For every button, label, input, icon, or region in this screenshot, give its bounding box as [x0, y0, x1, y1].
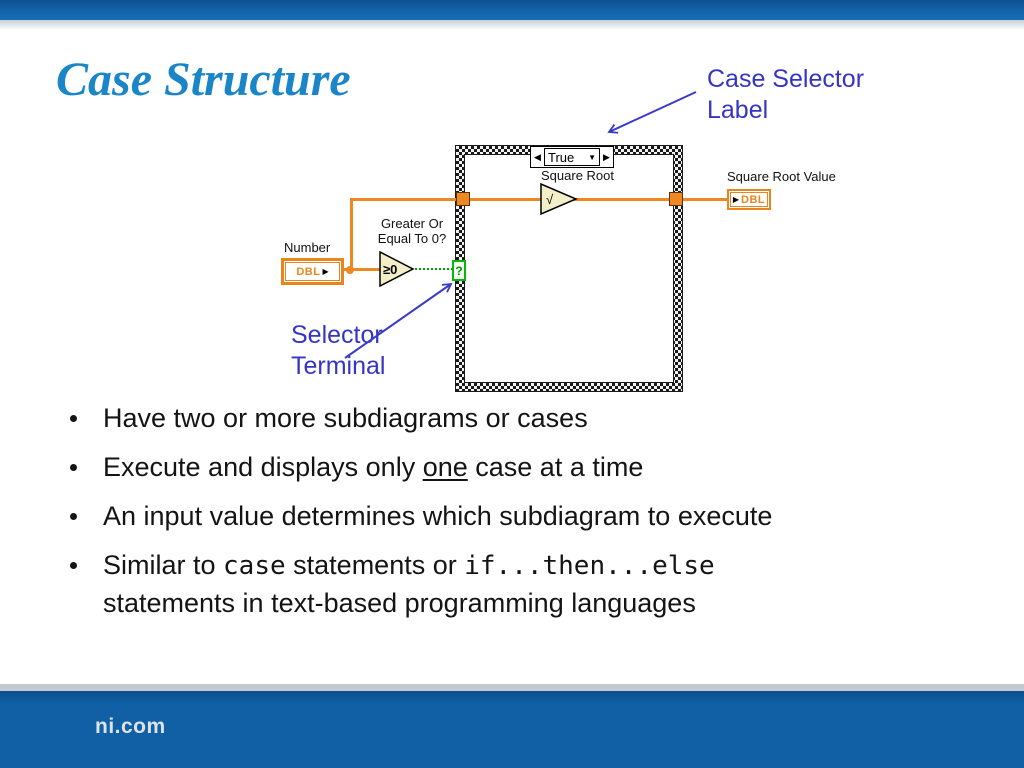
dbl-type-label: DBL — [296, 265, 321, 278]
case-structure-subdiagram — [464, 154, 674, 383]
wire-branch-to-tunnel — [353, 198, 456, 201]
selector-terminal: ? — [452, 260, 466, 281]
bullet-text: Similar to — [103, 550, 224, 580]
underlined-word: one — [422, 452, 468, 482]
annotation-line: Case Selector — [707, 65, 865, 93]
bullet-item: An input value determines which subdiagr… — [60, 498, 900, 535]
comparator-label-line2: Equal To 0? — [377, 231, 447, 246]
case-selector-value: True — [548, 149, 575, 165]
tunnel-input — [456, 192, 470, 206]
header-bar-shadow — [0, 20, 1024, 30]
next-case-arrow-icon: ▶ — [603, 152, 610, 162]
footer-url: ni.com — [95, 715, 166, 738]
bullet-text-line: statements in text-based programming lan… — [103, 585, 900, 622]
bullet-text: Execute and displays only — [103, 452, 423, 482]
wire-junction-dot — [346, 266, 354, 274]
footer-bar: ni.com — [0, 691, 1024, 768]
greater-or-equal-node: ≥0 — [379, 251, 415, 287]
bullet-text-line: Similar to case statements or if...then.… — [103, 547, 900, 585]
wire-branch-vertical — [350, 198, 353, 271]
bullet-item: Have two or more subdiagrams or cases — [60, 400, 900, 437]
bullet-text: case at a time — [467, 452, 644, 482]
case-selector-label-annotation: Case Selector Label — [707, 64, 864, 126]
bullet-text: Have two or more subdiagrams or cases — [103, 403, 588, 433]
bullet-text: An input value determines which subdiagr… — [103, 501, 773, 531]
number-terminal: DBL ▶ — [281, 258, 344, 285]
page-title: Case Structure — [56, 53, 351, 106]
terminal-arrow-icon: ▶ — [322, 267, 329, 276]
dbl-terminal-inner: DBL ▶ — [285, 262, 340, 281]
code-keyword: if...then...else — [464, 551, 715, 581]
number-label: Number — [284, 240, 331, 255]
dropdown-icon: ▼ — [588, 152, 596, 162]
wire-boolean-dotted — [415, 268, 453, 270]
wire-number-to-comparator — [342, 268, 384, 271]
greater-equal-icon: ≥0 — [383, 262, 397, 277]
dbl-type-label: DBL — [741, 193, 766, 206]
bullet-text: statements in text-based programming lan… — [103, 588, 696, 618]
sqrt-icon: √ — [546, 192, 554, 207]
bullet-list: Have two or more subdiagrams or cases Ex… — [60, 400, 900, 634]
wire-to-indicator — [683, 198, 729, 201]
case-selector-label: ◀ True ▼ ▶ — [530, 146, 614, 168]
terminal-arrow-icon: ▶ — [732, 195, 740, 204]
footer-divider — [0, 684, 1024, 691]
code-keyword: case — [223, 551, 286, 581]
dbl-terminal-inner: ▶ DBL — [730, 192, 768, 207]
bullet-item: Execute and displays only one case at a … — [60, 449, 900, 486]
bullet-item: Similar to case statements or if...then.… — [60, 547, 900, 622]
square-root-node: √ — [540, 183, 578, 215]
previous-case-arrow-icon: ◀ — [534, 152, 541, 162]
square-root-value-label: Square Root Value — [727, 169, 836, 184]
square-root-value-terminal: ▶ DBL — [727, 189, 771, 210]
comparator-label: Greater Or Equal To 0? — [370, 216, 454, 246]
comparator-label-line1: Greater Or — [380, 216, 444, 231]
tunnel-output — [669, 192, 683, 206]
header-bar — [0, 0, 1024, 20]
case-structure-border — [455, 145, 683, 392]
square-root-label: Square Root — [541, 168, 614, 183]
bullet-text: statements or — [285, 550, 465, 580]
annotation-line: Label — [707, 96, 769, 124]
case-selector-value-box: True ▼ — [544, 148, 600, 166]
